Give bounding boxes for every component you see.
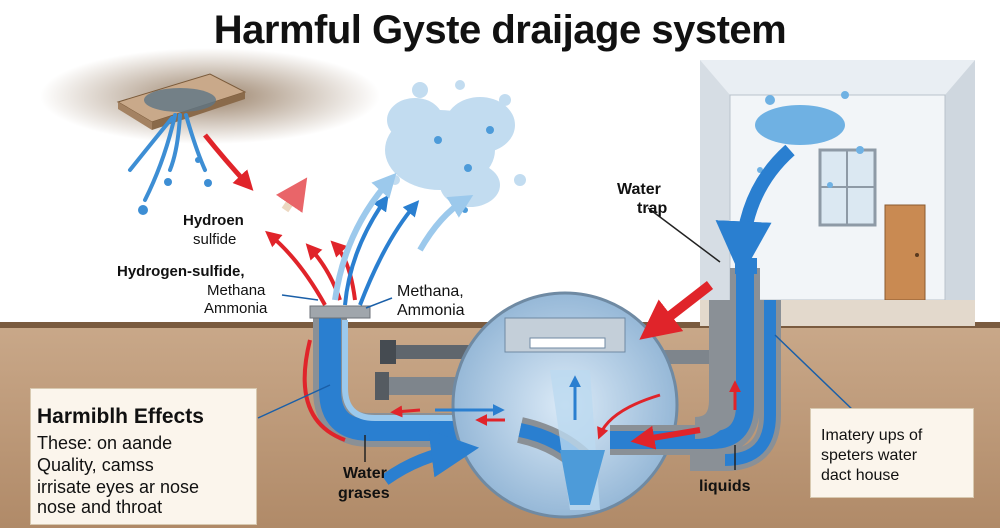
effects-line-1: These: on aande [37, 433, 173, 453]
gas-arrows [265, 230, 741, 450]
door [884, 204, 926, 301]
info-line-2: speters water [821, 447, 918, 464]
diagram-title: Harmful Gyste draijage system [213, 8, 787, 52]
label-water-trap-1: Water [617, 181, 661, 198]
vapour-arrows [332, 172, 505, 485]
leader-lines [257, 294, 856, 419]
label-methana-center: Methana, [397, 283, 464, 300]
right-trap-pipe [610, 258, 781, 471]
label-hydroen: Hydroen [183, 212, 244, 229]
left-trap-pipe [302, 305, 520, 447]
label-water-grases-1: Water [343, 465, 387, 482]
info-line-1: Imatery ups of [821, 427, 923, 444]
label-liquids: liquids [699, 478, 751, 495]
info-box: Imatery ups of speters water dact house [810, 408, 974, 498]
leak-drops [128, 113, 207, 202]
label-ammonia-left: Ammonia [204, 300, 268, 317]
ceiling-tile [116, 73, 247, 130]
info-line-3: dact house [821, 467, 900, 484]
label-water-grases-2: grases [338, 485, 390, 502]
effects-line-4: nose and throat [37, 497, 163, 517]
label-hydrogen-sulfide: Hydrogen-sulfide, [117, 263, 245, 280]
label-methana-left: Methana [207, 282, 266, 299]
septic-tank [451, 291, 679, 519]
ceiling-gas-arrow [203, 133, 254, 191]
label-ammonia-center: Ammonia [397, 302, 465, 319]
effects-line-3: irrisate eyes ar nose [37, 477, 200, 497]
room-water-arrow [715, 144, 795, 278]
label-water-trap-2: trap [637, 200, 668, 217]
effects-heading: Harmiblh Effects [37, 405, 204, 428]
label-sulfide: sulfide [193, 231, 237, 248]
effects-line-2: Quality, camss [37, 455, 154, 475]
harmful-effects-box: Harmiblh Effects These: on aande Quality… [30, 388, 257, 525]
leader-lines-dark [364, 207, 736, 470]
room-splash [755, 91, 864, 188]
